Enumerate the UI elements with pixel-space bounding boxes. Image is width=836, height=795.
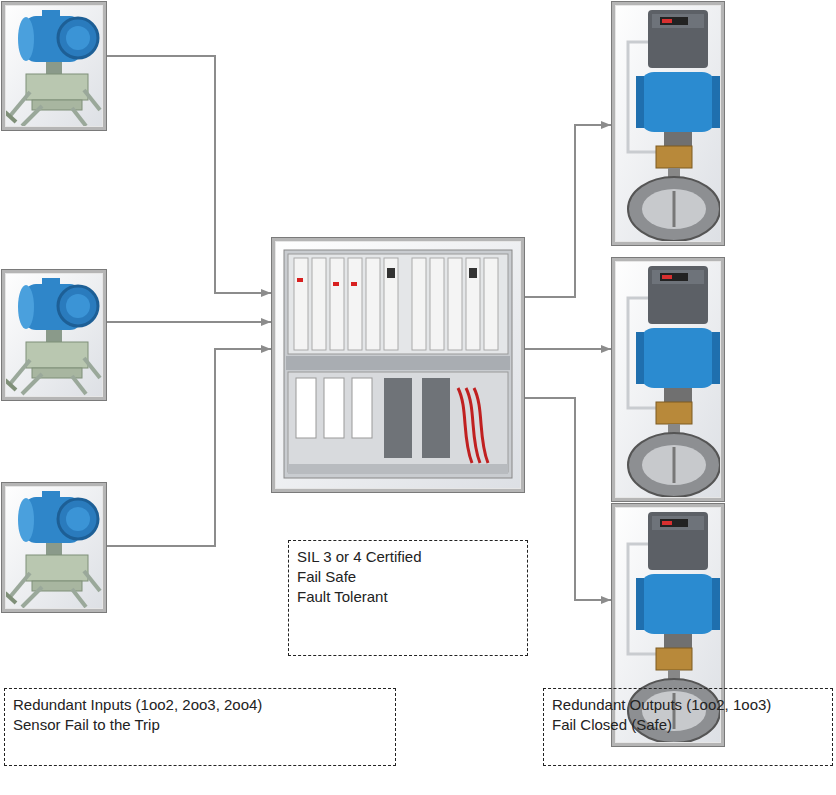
pressure-transmitter xyxy=(2,2,106,130)
note-box: Redundant Outputs (1oo2, 1oo3)Fail Close… xyxy=(543,688,833,766)
note-text: Sensor Fail to the Trip xyxy=(13,715,160,735)
valve-frame xyxy=(612,258,724,501)
signal-arrow xyxy=(107,56,271,293)
note-text: Fault Tolerant xyxy=(297,587,388,607)
signal-arrow xyxy=(525,398,611,600)
signal-arrow xyxy=(525,125,611,297)
shutdown-valve xyxy=(612,2,724,245)
note-text: Fail Closed (Safe) xyxy=(552,715,672,735)
pressure-transmitter xyxy=(2,270,106,398)
transmitter-frame xyxy=(2,2,106,130)
note-text: Redundant Outputs (1oo2, 1oo3) xyxy=(552,695,771,715)
note-text: Fail Safe xyxy=(297,567,356,587)
note-box: Redundant Inputs (1oo2, 2oo3, 2oo4)Senso… xyxy=(4,688,396,766)
shutdown-valve xyxy=(612,258,724,501)
signal-arrow xyxy=(107,349,271,546)
valve-frame xyxy=(612,2,724,245)
signal-arrow xyxy=(107,321,271,323)
transmitter-frame xyxy=(2,270,106,400)
note-text: Redundant Inputs (1oo2, 2oo3, 2oo4) xyxy=(13,695,262,715)
note-text: SIL 3 or 4 Certified xyxy=(297,547,422,567)
signal-arrow xyxy=(525,348,611,350)
safety-controller-rack xyxy=(272,238,524,492)
pressure-transmitter xyxy=(2,483,106,611)
note-box: SIL 3 or 4 CertifiedFail SafeFault Toler… xyxy=(288,540,528,656)
controller-frame xyxy=(272,238,524,492)
transmitter-frame xyxy=(2,483,106,612)
